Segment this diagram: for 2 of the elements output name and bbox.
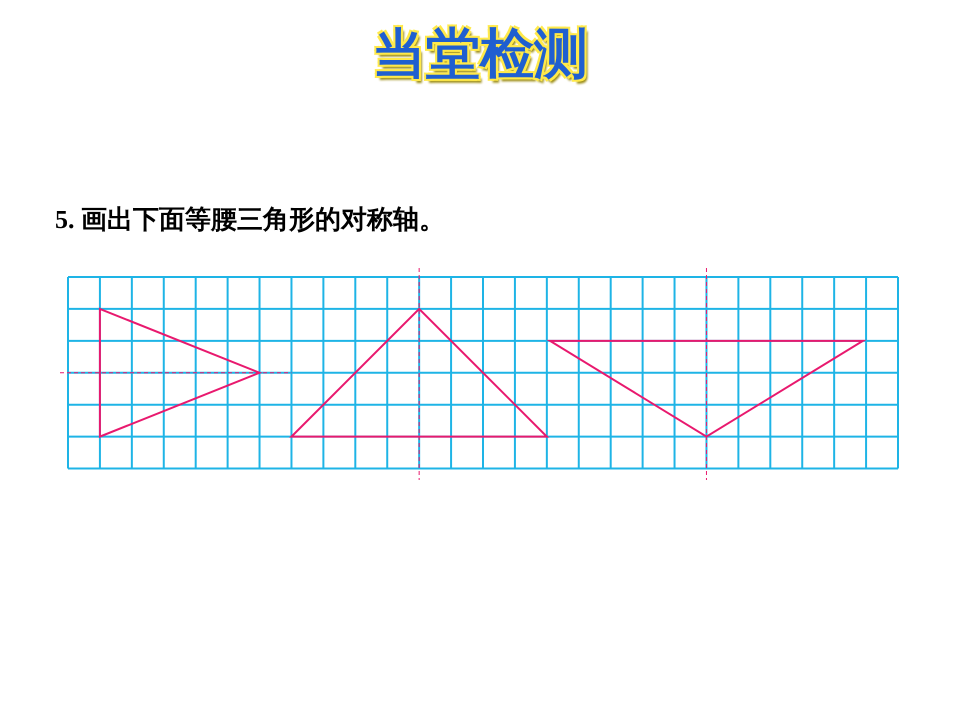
question-text: 5. 画出下面等腰三角形的对称轴。 [55,204,445,236]
title: 当堂检测 [372,22,588,85]
